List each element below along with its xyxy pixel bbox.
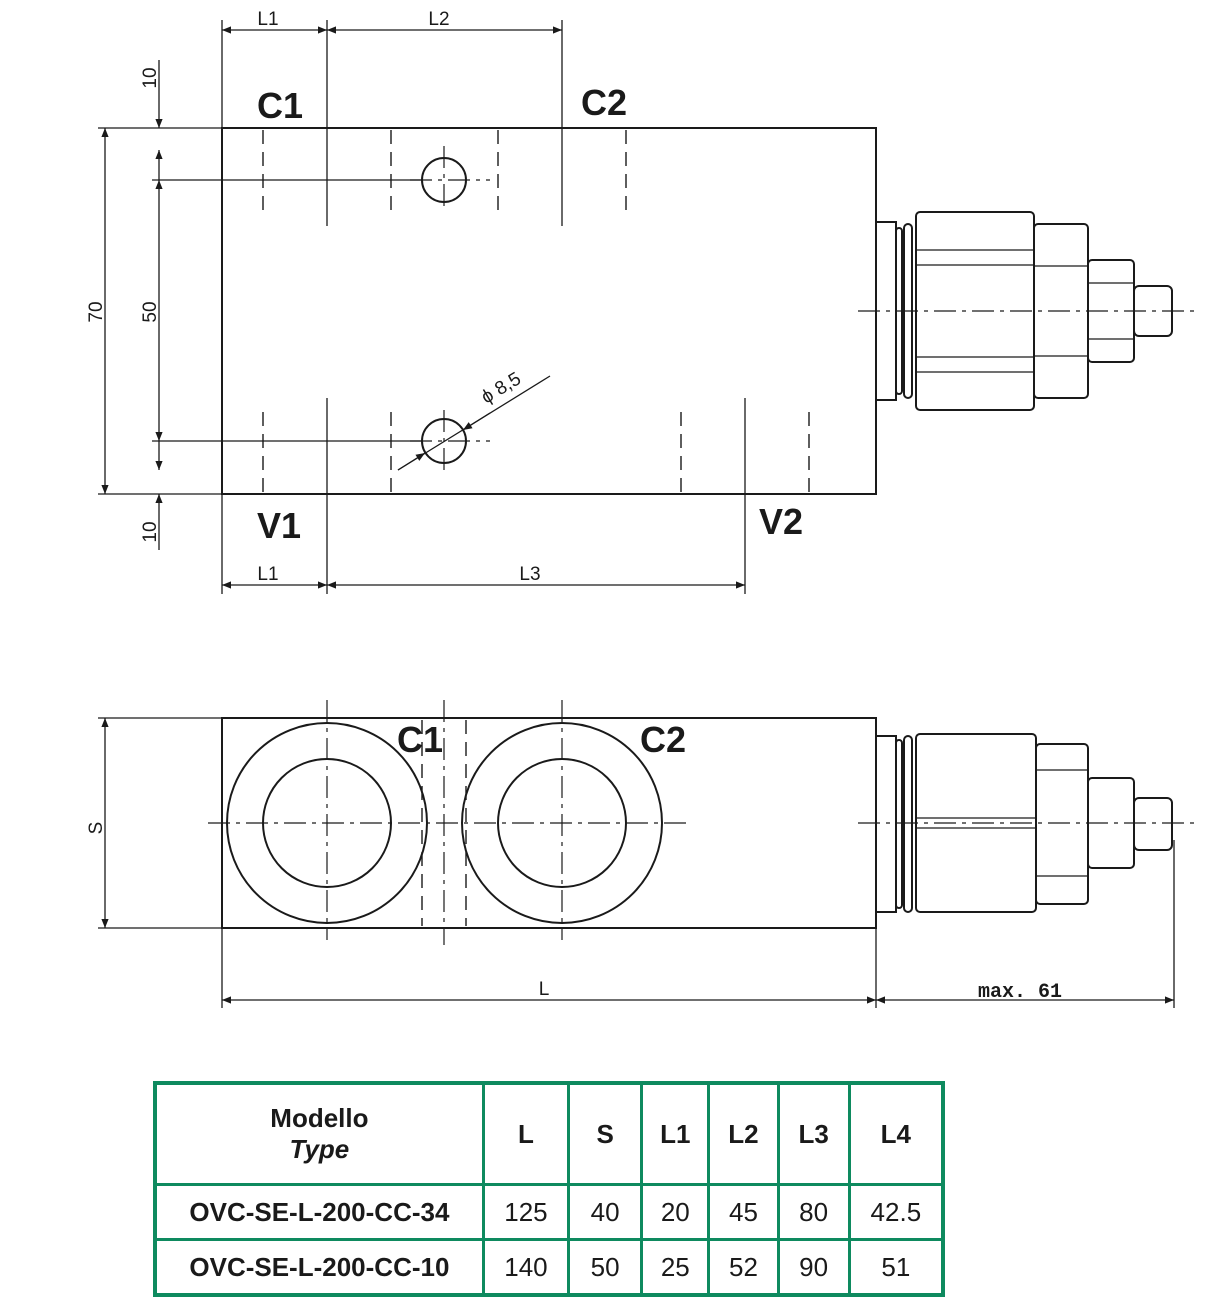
table-row: OVC-SE-L-200-CC-10 140 50 25 52 90 51	[153, 1238, 945, 1297]
row-cell: 80	[776, 1183, 851, 1241]
top-valve-body	[221, 127, 877, 495]
dim-l1-top: L1	[257, 9, 278, 30]
header-model-type: Type	[289, 1134, 350, 1164]
port-c1-side: C1	[397, 719, 443, 760]
row-model: OVC-SE-L-200-CC-34	[153, 1183, 485, 1241]
dim-l3: L3	[519, 564, 540, 585]
row-cell: 40	[567, 1183, 644, 1241]
side-valve-body	[221, 717, 877, 929]
dim-s: S	[86, 822, 107, 835]
dim-hole-diameter: ϕ 8,5	[478, 368, 525, 408]
row-cell: 25	[640, 1238, 711, 1297]
row-cell: 51	[847, 1238, 945, 1297]
row-cell: 125	[481, 1183, 571, 1241]
header-model-label: Modello	[270, 1103, 369, 1133]
header-col-s: S	[567, 1081, 644, 1186]
row-model: OVC-SE-L-200-CC-10	[153, 1238, 485, 1297]
dim-70: 70	[86, 301, 107, 322]
dim-max-61: max. 61	[978, 981, 1062, 1004]
header-col-l3: L3	[776, 1081, 851, 1186]
port-c2-outer	[461, 722, 663, 924]
cartridge-side	[858, 733, 1195, 913]
header-col-l1: L1	[640, 1081, 711, 1186]
table-row: OVC-SE-L-200-CC-34 125 40 20 45 80 42.5	[153, 1183, 945, 1241]
row-cell: 45	[707, 1183, 780, 1241]
row-cell: 50	[567, 1238, 644, 1297]
dim-l2: L2	[428, 9, 449, 30]
technical-drawing: 70 50 10 10 L1 L2 L1 L3 C1 C2 V1 V2 ϕ 8,…	[86, 9, 1195, 1008]
header-col-l2: L2	[707, 1081, 780, 1186]
port-c2-side: C2	[640, 719, 686, 760]
port-c2-top: C2	[581, 82, 627, 123]
row-cell: 42.5	[847, 1183, 945, 1241]
header-col-l: L	[481, 1081, 571, 1186]
dim-10-top: 10	[140, 67, 161, 88]
top-view: 70 50 10 10 L1 L2 L1 L3 C1 C2 V1 V2 ϕ 8,…	[86, 9, 1195, 594]
cartridge-top	[858, 211, 1195, 411]
row-cell: 90	[776, 1238, 851, 1297]
row-cell: 20	[640, 1183, 711, 1241]
port-c1-top: C1	[257, 85, 303, 126]
port-v1: V1	[257, 505, 301, 546]
side-view: S C1 C2	[86, 700, 1195, 1008]
dim-l: L	[539, 979, 550, 1000]
dim-l1-bottom: L1	[257, 564, 278, 585]
header-model: Modello Type	[153, 1081, 485, 1186]
port-v2: V2	[759, 501, 803, 542]
dim-50: 50	[140, 301, 161, 322]
dim-10-bottom: 10	[140, 521, 161, 542]
table-header-row: Modello Type L S L1 L2 L3 L4	[153, 1081, 945, 1186]
row-cell: 52	[707, 1238, 780, 1297]
spec-table: Modello Type L S L1 L2 L3 L4 OVC-SE-L-20…	[153, 1081, 945, 1297]
header-col-l4: L4	[847, 1081, 945, 1186]
row-cell: 140	[481, 1238, 571, 1297]
